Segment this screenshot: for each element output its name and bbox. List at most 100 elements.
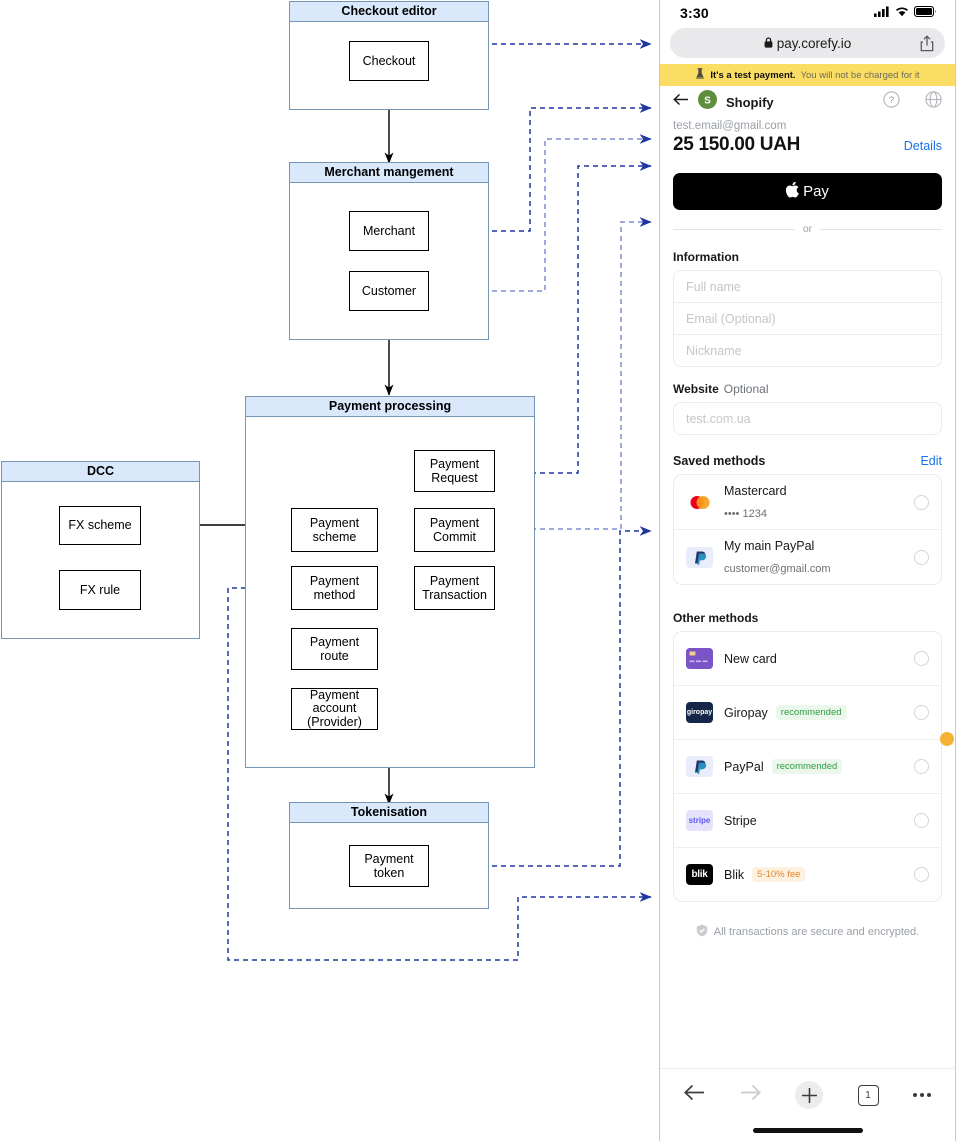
credit-card-icon	[686, 648, 713, 669]
node-checkout[interactable]: Checkout	[349, 41, 429, 81]
node-label: Payment method	[309, 573, 360, 603]
saved-methods-edit-button[interactable]: Edit	[920, 454, 942, 468]
stripe-icon: stripe	[686, 810, 713, 831]
list-item[interactable]: giropay Giropay recommended	[674, 686, 941, 740]
node-label: FX rule	[79, 582, 121, 597]
apple-pay-label: Pay	[803, 183, 829, 200]
list-item[interactable]: PayPal recommended	[674, 740, 941, 794]
node-merchant[interactable]: Merchant	[349, 211, 429, 251]
apple-pay-button[interactable]: Pay	[673, 173, 942, 210]
list-item[interactable]: stripe Stripe	[674, 794, 941, 848]
other-methods-list: New card giropay Giropay recommended Pay…	[673, 631, 942, 902]
saved-methods-header: Saved methods Edit	[673, 454, 942, 468]
tab-count[interactable]: 1	[857, 1084, 879, 1106]
email-input[interactable]: Email (Optional)	[674, 303, 941, 335]
node-label: Customer	[361, 283, 417, 298]
group-title: Payment processing	[246, 397, 534, 417]
node-customer[interactable]: Customer	[349, 271, 429, 311]
share-icon[interactable]	[920, 35, 934, 57]
node-payment-scheme[interactable]: Payment scheme	[291, 508, 378, 552]
method-name: My main PayPal	[724, 539, 815, 553]
status-badge: recommended	[775, 705, 847, 720]
or-label: or	[802, 223, 813, 235]
node-payment-request[interactable]: Payment Request	[414, 450, 495, 492]
or-divider: or	[673, 223, 942, 235]
home-indicator	[752, 1128, 863, 1133]
node-label: Payment Commit	[429, 515, 480, 545]
radio-button[interactable]	[914, 705, 929, 720]
globe-icon[interactable]	[925, 91, 942, 113]
svg-text:S: S	[704, 95, 711, 106]
nickname-input[interactable]: Nickname	[686, 343, 742, 358]
lock-icon	[764, 36, 773, 51]
method-name: PayPal	[724, 759, 764, 774]
node-label: Payment route	[309, 634, 360, 664]
status-time: 3:30	[680, 5, 709, 21]
list-item[interactable]: Mastercard •••• 1234	[674, 475, 941, 530]
shield-check-icon	[696, 924, 708, 940]
method-name: Blik	[724, 867, 745, 882]
radio-button[interactable]	[914, 651, 929, 666]
blik-icon: blik	[686, 864, 713, 885]
node-payment-account[interactable]: Payment account (Provider)	[291, 688, 378, 730]
secure-note-text: All transactions are secure and encrypte…	[713, 926, 920, 938]
node-fx-rule[interactable]: FX rule	[59, 570, 141, 610]
node-label: Payment account (Provider)	[307, 687, 362, 729]
node-label: Payment Request	[429, 456, 480, 486]
merchant-name: Shopify	[726, 94, 774, 110]
group-title: Checkout editor	[290, 2, 488, 22]
node-payment-token[interactable]: Payment token	[349, 845, 429, 887]
highlight-dot	[940, 732, 954, 746]
node-payment-route[interactable]: Payment route	[291, 628, 378, 670]
mastercard-icon	[686, 492, 713, 513]
radio-button[interactable]	[914, 813, 929, 828]
radio-button[interactable]	[914, 494, 929, 510]
status-badge: recommended	[771, 759, 843, 774]
status-bar: 3:30	[660, 0, 955, 26]
website-input[interactable]: test.com.ua	[686, 411, 751, 426]
node-payment-transaction[interactable]: Payment Transaction	[414, 566, 495, 610]
method-sub: customer@gmail.com	[724, 563, 831, 575]
giropay-icon: giropay	[686, 702, 713, 723]
full-name-input[interactable]: Full name	[674, 271, 941, 303]
information-fields: Full name Email (Optional) Nickname	[673, 270, 942, 367]
list-item[interactable]: My main PayPal customer@gmail.com	[674, 530, 941, 584]
node-payment-commit[interactable]: Payment Commit	[414, 508, 495, 552]
back-arrow-icon[interactable]	[673, 93, 689, 111]
phone-mockup: 3:30 pay.corefy.io	[659, 0, 956, 1141]
paypal-icon	[686, 546, 713, 568]
test-banner-rest: You will not be charged for it	[800, 69, 920, 81]
browser-nav-bar: 1	[660, 1068, 955, 1141]
radio-button[interactable]	[914, 549, 929, 565]
method-name: Mastercard	[724, 484, 787, 498]
list-item[interactable]: blik Blik 5-10% fee	[674, 848, 941, 901]
apple-logo-icon	[785, 181, 800, 202]
group-title: Tokenisation	[290, 803, 488, 823]
node-label: Payment scheme	[309, 515, 360, 545]
test-banner-strong: It's a test payment.	[710, 69, 796, 81]
svg-text:?: ?	[889, 95, 894, 106]
group-title: DCC	[2, 462, 199, 482]
node-payment-method[interactable]: Payment method	[291, 566, 378, 610]
help-circle-icon[interactable]: ?	[883, 91, 900, 113]
information-title: Information	[673, 250, 739, 264]
forward-arrow-icon[interactable]	[740, 1084, 761, 1106]
url-bar[interactable]: pay.corefy.io	[670, 28, 945, 58]
battery-icon	[914, 4, 937, 22]
node-fx-scheme[interactable]: FX scheme	[59, 506, 141, 545]
saved-methods-list: Mastercard •••• 1234 My main PayPal cust…	[673, 474, 942, 585]
radio-button[interactable]	[914, 867, 929, 882]
merchant-bar: S Shopify ?	[660, 86, 955, 118]
method-name: Giropay	[724, 705, 768, 720]
details-link[interactable]: Details	[903, 139, 942, 153]
back-arrow-icon[interactable]	[683, 1084, 705, 1106]
group-title: Merchant mangement	[290, 163, 488, 183]
node-label: Merchant	[362, 223, 416, 238]
test-payment-banner: It's a test payment. You will not be cha…	[660, 64, 955, 86]
radio-button[interactable]	[914, 759, 929, 774]
node-label: Payment Transaction	[422, 573, 487, 603]
more-dots-icon[interactable]	[913, 1093, 931, 1097]
list-item[interactable]: New card	[674, 632, 941, 686]
plus-icon[interactable]	[795, 1081, 823, 1109]
website-fields: test.com.ua	[673, 402, 942, 435]
